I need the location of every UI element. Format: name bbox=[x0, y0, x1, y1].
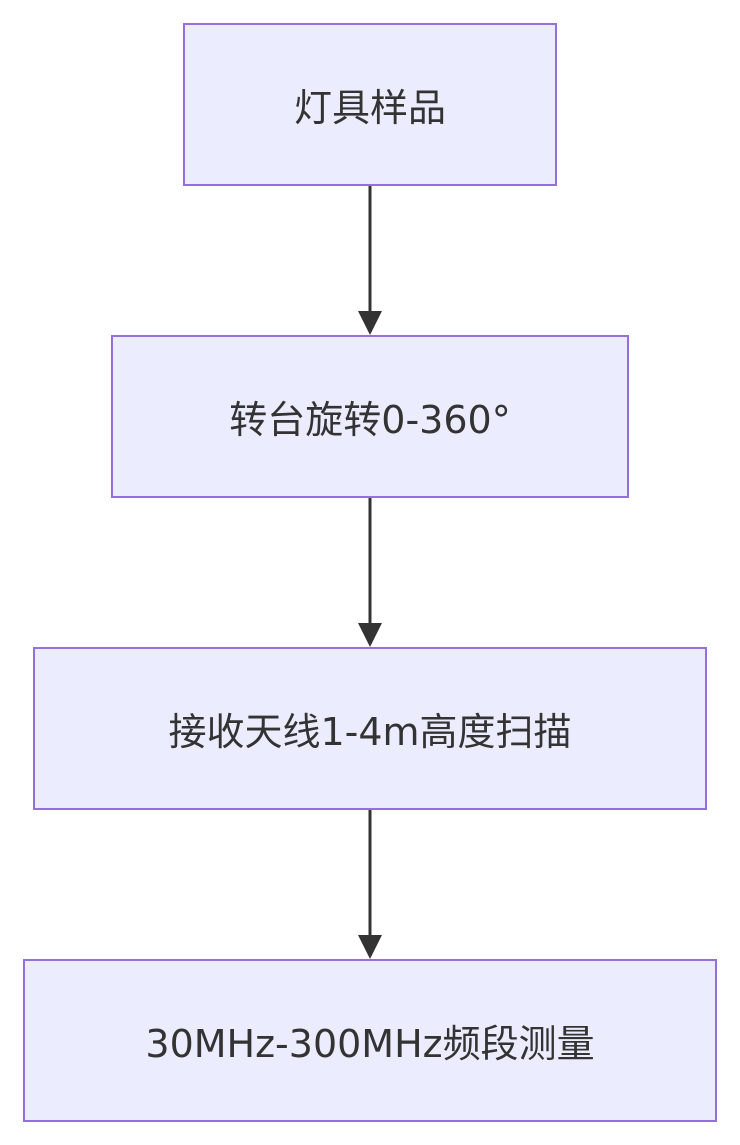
flowchart-node-turntable-rotation: 转台旋转0-360° bbox=[111, 335, 629, 498]
arrowhead-icon bbox=[358, 623, 382, 647]
edge-node-1-to-node-2 bbox=[358, 186, 382, 335]
flowchart-node-lamp-sample: 灯具样品 bbox=[183, 23, 557, 186]
arrowhead-icon bbox=[358, 311, 382, 335]
node-label: 接收天线1-4m高度扫描 bbox=[168, 710, 572, 754]
node-label: 转台旋转0-360° bbox=[229, 398, 511, 442]
edge-node-2-to-node-3 bbox=[358, 498, 382, 647]
edge-node-3-to-node-4 bbox=[358, 810, 382, 959]
flowchart-node-frequency-measurement: 30MHz-300MHz频段测量 bbox=[23, 959, 717, 1122]
flowchart-node-antenna-height-scan: 接收天线1-4m高度扫描 bbox=[33, 647, 707, 810]
node-label: 灯具样品 bbox=[293, 86, 446, 130]
arrowhead-icon bbox=[358, 935, 382, 959]
node-label: 30MHz-300MHz频段测量 bbox=[145, 1022, 595, 1066]
